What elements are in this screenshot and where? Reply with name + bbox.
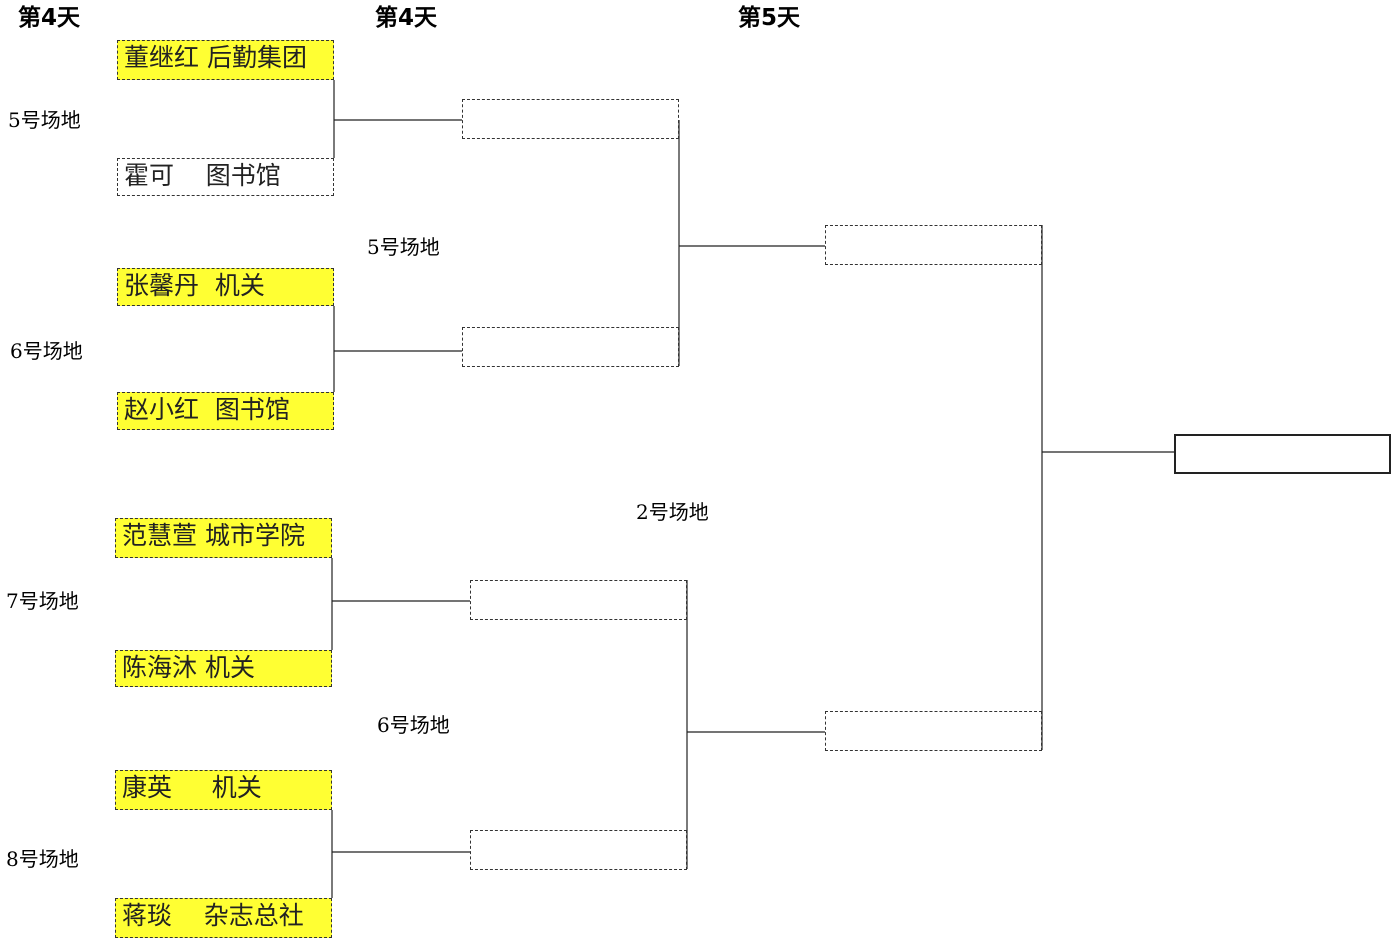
semifinal-slot[interactable] [462, 327, 679, 367]
venue-label-final: 2号场地 [636, 500, 709, 524]
player-slot: 赵小红 图书馆 [117, 392, 334, 430]
venue-label-semifinal2: 6号场地 [377, 713, 450, 737]
player-name: 康英 机关 [122, 773, 262, 802]
venue-label-match3: 7号场地 [6, 589, 79, 613]
semifinal-slot[interactable] [462, 99, 679, 139]
final-slot[interactable] [825, 711, 1042, 751]
player-name: 范慧萱 城市学院 [122, 521, 305, 550]
player-name: 陈海沐 机关 [122, 653, 255, 682]
venue-label-match4: 8号场地 [6, 847, 79, 871]
champion-slot[interactable] [1174, 434, 1391, 474]
day-header-round2: 第4天 [375, 5, 438, 31]
venue-label-match1: 5号场地 [8, 108, 81, 132]
player-slot: 张馨丹 机关 [117, 268, 334, 306]
player-name: 董继红 后勤集团 [124, 43, 307, 72]
player-name: 赵小红 图书馆 [124, 395, 290, 424]
player-name: 霍可 图书馆 [124, 161, 281, 190]
semifinal-slot[interactable] [470, 580, 687, 620]
final-slot[interactable] [825, 225, 1042, 265]
player-slot: 陈海沐 机关 [115, 650, 332, 687]
venue-label-match2: 6号场地 [10, 339, 83, 363]
player-name: 张馨丹 机关 [124, 271, 265, 300]
player-slot: 霍可 图书馆 [117, 158, 334, 196]
player-slot: 范慧萱 城市学院 [115, 518, 332, 558]
day-header-round1: 第4天 [18, 5, 81, 31]
day-header-round3: 第5天 [738, 5, 801, 31]
player-slot: 蒋琰 杂志总社 [115, 898, 332, 938]
semifinal-slot[interactable] [470, 830, 687, 870]
player-slot: 康英 机关 [115, 770, 332, 810]
player-name: 蒋琰 杂志总社 [122, 901, 304, 930]
venue-label-semifinal1: 5号场地 [367, 235, 440, 259]
player-slot: 董继红 后勤集团 [117, 40, 334, 80]
